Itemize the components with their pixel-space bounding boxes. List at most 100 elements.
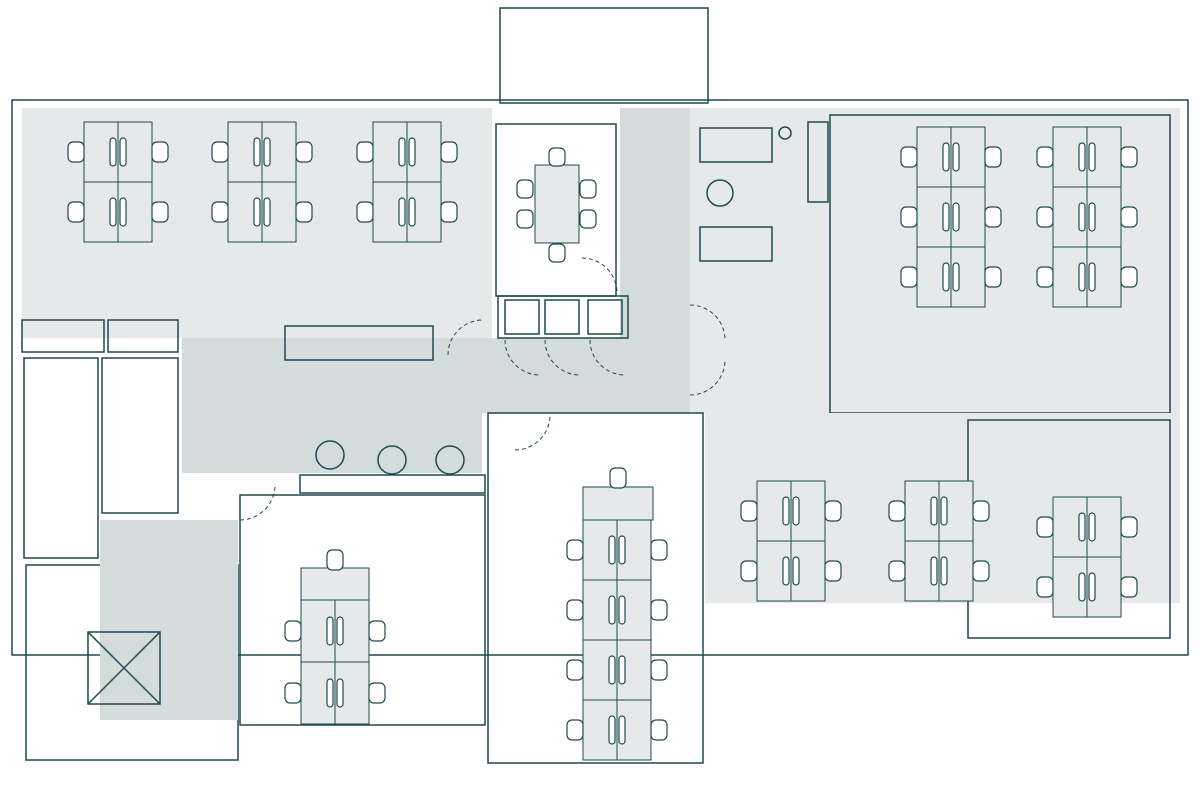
chair	[1120, 266, 1138, 288]
chair	[972, 500, 990, 522]
service-core	[100, 520, 238, 720]
cafe-area	[315, 440, 465, 475]
chair	[67, 141, 85, 163]
chair	[548, 243, 566, 263]
chair	[942, 142, 950, 172]
chair	[1036, 576, 1054, 598]
chair	[119, 197, 127, 227]
corridor-lobby	[182, 413, 482, 473]
chair	[398, 137, 406, 167]
chair	[650, 599, 668, 621]
storage-west	[21, 319, 105, 353]
chair	[336, 616, 344, 646]
chair	[608, 595, 616, 625]
chair	[368, 620, 386, 642]
desk	[582, 486, 654, 521]
chair	[408, 137, 416, 167]
side-table	[778, 126, 792, 140]
chair	[119, 137, 127, 167]
phone-booth	[587, 299, 623, 335]
cafe-table	[315, 440, 345, 470]
chair	[1078, 262, 1086, 292]
chair	[1088, 572, 1096, 602]
chair	[782, 556, 790, 586]
chair	[263, 137, 271, 167]
chair	[608, 535, 616, 565]
open-office-south	[239, 494, 486, 726]
chair	[1088, 262, 1096, 292]
phone-booth	[504, 299, 540, 335]
chair	[579, 209, 597, 229]
chair	[942, 202, 950, 232]
chair	[940, 556, 948, 586]
corridor-central	[182, 338, 690, 413]
chair	[295, 141, 313, 163]
chair	[650, 719, 668, 741]
phone-booth	[544, 299, 580, 335]
chair	[930, 496, 938, 526]
restroom-2	[101, 357, 179, 514]
chair	[1078, 512, 1086, 542]
chair	[109, 197, 117, 227]
coffee-table	[706, 179, 734, 207]
chair	[608, 715, 616, 745]
chair	[566, 659, 584, 681]
chair	[1078, 202, 1086, 232]
chair	[67, 201, 85, 223]
lounge	[699, 121, 829, 262]
cabinet	[807, 121, 829, 203]
chair	[356, 201, 374, 223]
chair	[408, 197, 416, 227]
chair	[151, 141, 169, 163]
chair	[792, 556, 800, 586]
chair	[440, 141, 458, 163]
chair	[151, 201, 169, 223]
chair	[888, 560, 906, 582]
chair	[618, 535, 626, 565]
chair	[1120, 146, 1138, 168]
chair	[930, 556, 938, 586]
chair	[109, 137, 117, 167]
chair	[952, 142, 960, 172]
chair	[900, 266, 918, 288]
chair	[326, 549, 344, 571]
chair	[440, 201, 458, 223]
chair	[1120, 206, 1138, 228]
cafe-table	[435, 445, 465, 475]
chair	[984, 146, 1002, 168]
chair	[326, 678, 334, 708]
workstation-cluster	[67, 121, 169, 243]
chair	[1120, 576, 1138, 598]
chair	[566, 539, 584, 561]
cafe-table	[377, 445, 407, 475]
chair	[516, 179, 534, 199]
chair	[740, 500, 758, 522]
private-office	[487, 412, 704, 764]
chair	[253, 137, 261, 167]
chair	[1088, 512, 1096, 542]
workstation-cluster	[356, 121, 458, 243]
kitchen-counter	[284, 325, 434, 361]
chair	[900, 206, 918, 228]
chair	[940, 496, 948, 526]
chair	[608, 655, 616, 685]
chair	[356, 141, 374, 163]
chair	[942, 262, 950, 292]
chair	[1036, 266, 1054, 288]
chair	[1088, 202, 1096, 232]
chair	[792, 496, 800, 526]
chair	[1036, 146, 1054, 168]
chair	[618, 595, 626, 625]
chair	[284, 682, 302, 704]
chair	[650, 659, 668, 681]
sofa	[699, 226, 773, 262]
elevator-shaft	[87, 631, 161, 705]
chair	[1036, 516, 1054, 538]
chair	[566, 719, 584, 741]
chair	[548, 147, 566, 167]
chair	[211, 201, 229, 223]
desk	[300, 567, 370, 601]
chair	[1078, 572, 1086, 602]
chair	[1120, 516, 1138, 538]
meeting-table	[516, 147, 597, 263]
